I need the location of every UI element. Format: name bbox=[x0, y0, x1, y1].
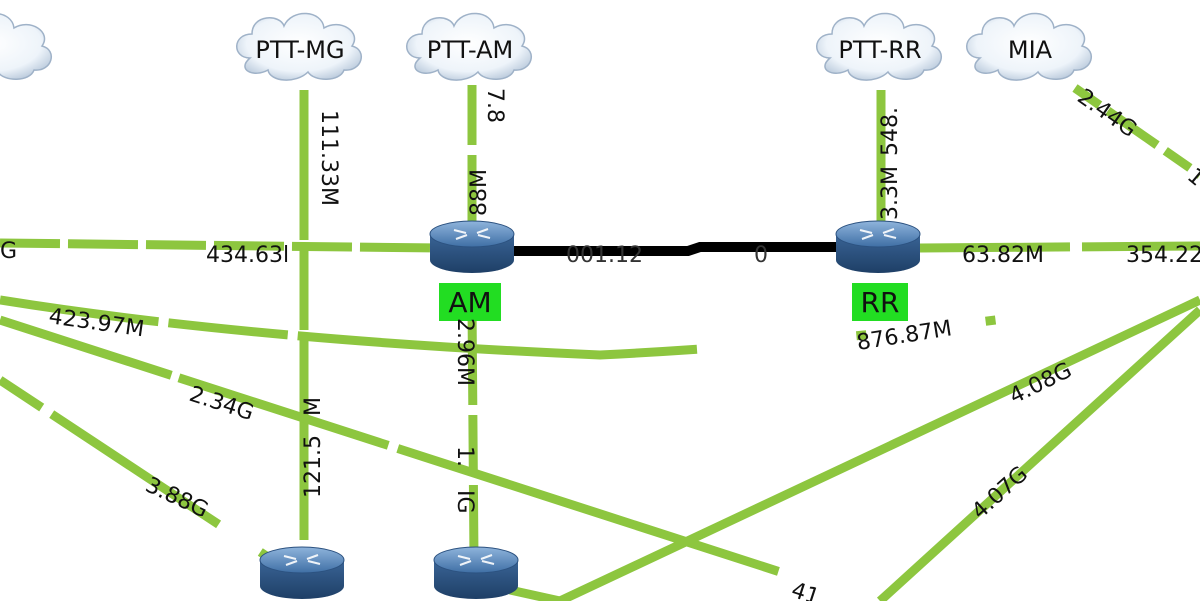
router-bottom-2[interactable] bbox=[433, 546, 519, 600]
router-am-tag: AM bbox=[439, 283, 501, 321]
link-label-rr-up2: 3.3M bbox=[878, 166, 903, 220]
link-label-diag-408: 4.08G bbox=[1006, 358, 1076, 409]
cloud-mia[interactable]: MIA bbox=[965, 12, 1093, 81]
link-label-diag-407: 4.07G bbox=[967, 462, 1033, 525]
router-am[interactable] bbox=[429, 220, 515, 274]
link-label-diag-87687: 876.87M bbox=[855, 316, 954, 356]
cloud-ptt-am-label: PTT-AM bbox=[427, 36, 513, 64]
link-label-am-up1: 7.8 bbox=[482, 88, 507, 123]
link-label-left-g: G bbox=[0, 239, 17, 264]
link-label-diag-41: 41 bbox=[788, 578, 822, 601]
cloud-ptt-rr-label: PTT-RR bbox=[838, 36, 921, 64]
router-rr[interactable] bbox=[835, 220, 921, 274]
link-423-876[interactable] bbox=[0, 285, 1200, 360]
link-mia-right[interactable] bbox=[1072, 84, 1200, 179]
link-left-to-am[interactable] bbox=[0, 238, 441, 253]
link-label-mg-am: 434.63l bbox=[206, 243, 289, 268]
cloud-ptt-am[interactable]: PTT-AM bbox=[405, 12, 533, 81]
link-rr-right[interactable] bbox=[919, 241, 1200, 253]
link-am-rr[interactable] bbox=[512, 242, 840, 256]
link-label-rr-up1: 548. bbox=[878, 107, 903, 156]
link-label-mg-down-m: M bbox=[301, 397, 326, 416]
link-label-am-down2: 1. bbox=[452, 446, 477, 467]
cloud-ptt-rr[interactable]: PTT-RR bbox=[815, 12, 943, 81]
link-408g[interactable] bbox=[558, 295, 1200, 601]
link-label-am-down3: IG bbox=[452, 490, 477, 514]
link-label-rr-right: 63.82M bbox=[962, 243, 1044, 268]
link-label-am-rr-2: 0 bbox=[754, 243, 768, 268]
cloud-mia-label: MIA bbox=[1008, 36, 1053, 64]
link-label-mg-down: 121.5 bbox=[301, 435, 326, 498]
link-bottom2-right[interactable] bbox=[509, 585, 561, 601]
link-407g[interactable] bbox=[876, 306, 1200, 601]
link-234g[interactable] bbox=[0, 315, 872, 601]
link-label-am-up2: 88M bbox=[467, 169, 492, 216]
link-label-am-down1: 2.96M bbox=[452, 318, 477, 386]
link-label-diag-388: 3.88G bbox=[141, 473, 211, 524]
link-label-am-rr-1: 001.12 bbox=[566, 243, 643, 268]
link-388g[interactable] bbox=[0, 376, 283, 569]
link-label-mia-244: 2.44G bbox=[1073, 84, 1141, 142]
router-am-label: AM bbox=[448, 286, 491, 319]
router-rr-label: RR bbox=[861, 286, 900, 319]
router-rr-tag: RR bbox=[852, 283, 908, 321]
router-bottom-1[interactable] bbox=[259, 546, 345, 600]
cloud-ptt-mg-label: PTT-MG bbox=[255, 36, 344, 64]
cloud-ptt-mg[interactable]: PTT-MG bbox=[235, 12, 363, 81]
link-label-right-354: 354.22 bbox=[1126, 243, 1200, 268]
link-label-mg-up: 111.33M bbox=[316, 110, 341, 206]
cloud-left[interactable] bbox=[0, 12, 53, 81]
